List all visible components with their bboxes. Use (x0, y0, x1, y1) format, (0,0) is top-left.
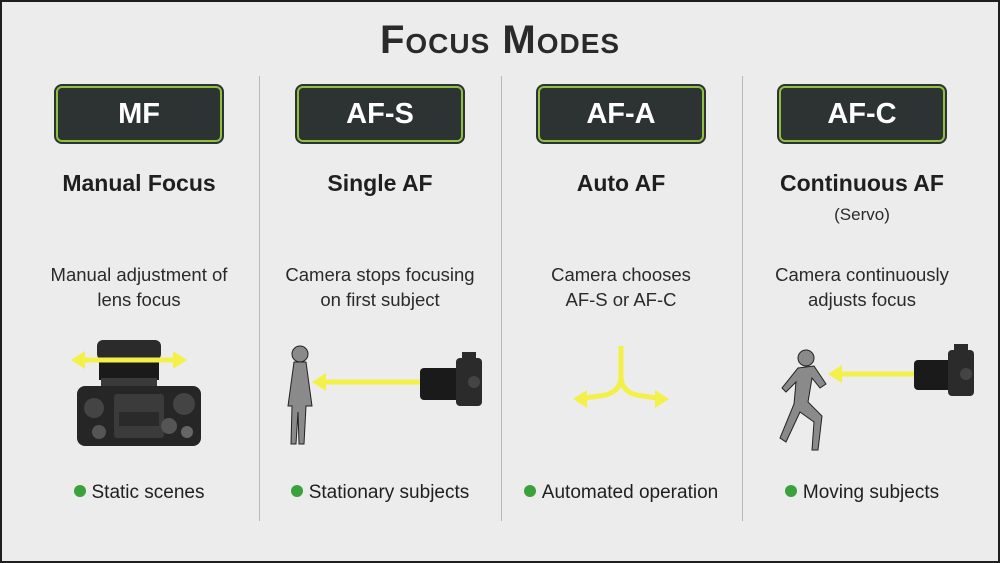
description-line: Manual adjustment of (50, 264, 228, 285)
standing-person-icon (287, 345, 313, 445)
camera-side-icon (420, 352, 482, 406)
running-person-icon (779, 349, 827, 451)
mode-description: Camera stops focusing on first subject (260, 262, 500, 312)
green-dot-icon (73, 485, 86, 497)
camera-side-icon (914, 344, 974, 396)
mode-subtitle: (Servo) (834, 205, 890, 224)
use-case-label: Stationary subjects (308, 482, 470, 503)
green-dot-icon (523, 485, 536, 497)
mode-badge: MF (56, 86, 222, 142)
use-case-label: Moving subjects (802, 482, 940, 503)
fork-arrow-icon (573, 346, 669, 408)
use-case: Stationary subjects (260, 482, 500, 504)
description-line: lens focus (97, 289, 181, 310)
use-case: Static scenes (19, 482, 259, 504)
description-line: Camera chooses (551, 264, 691, 285)
mode-name: Single AF (327, 170, 433, 196)
mode-name: Manual Focus (62, 170, 216, 196)
green-dot-icon (290, 485, 303, 497)
column-divider (259, 76, 260, 521)
mode-column-afs: AF-S Single AF Camera stops focusing on … (260, 2, 500, 561)
stationary-subject-illustration (287, 345, 482, 445)
moving-subject-illustration (779, 344, 974, 451)
column-divider (742, 76, 743, 521)
mode-description: Camera chooses AF-S or AF-C (501, 262, 741, 312)
column-divider (501, 76, 502, 521)
description-line: Camera stops focusing (285, 264, 475, 285)
mode-name: Continuous AF (780, 170, 944, 196)
use-case-label: Static scenes (91, 482, 205, 503)
mode-badge: AF-A (538, 86, 704, 142)
mode-description: Camera continuously adjusts focus (742, 262, 982, 312)
mode-badge: AF-S (297, 86, 463, 142)
description-line: adjusts focus (808, 289, 916, 310)
camera-body-icon (71, 340, 201, 446)
use-case: Automated operation (501, 482, 741, 504)
description-line: AF-S or AF-C (565, 289, 677, 310)
mode-column-afa: AF-A Auto AF Camera chooses AF-S or AF-C… (501, 2, 741, 561)
green-dot-icon (784, 485, 797, 497)
description-line: Camera continuously (775, 264, 949, 285)
use-case-label: Automated operation (541, 482, 719, 503)
description-line: on first subject (320, 289, 440, 310)
mode-column-afc: AF-C Continuous AF (Servo) Camera contin… (742, 2, 982, 561)
mode-badge: AF-C (779, 86, 945, 142)
mode-description: Manual adjustment of lens focus (19, 262, 259, 312)
mode-name: Auto AF (576, 170, 666, 196)
page-title: Focus Modes (379, 18, 621, 62)
mode-column-mf: MF Manual Focus Manual adjustment of len… (19, 2, 259, 561)
use-case: Moving subjects (742, 482, 982, 504)
